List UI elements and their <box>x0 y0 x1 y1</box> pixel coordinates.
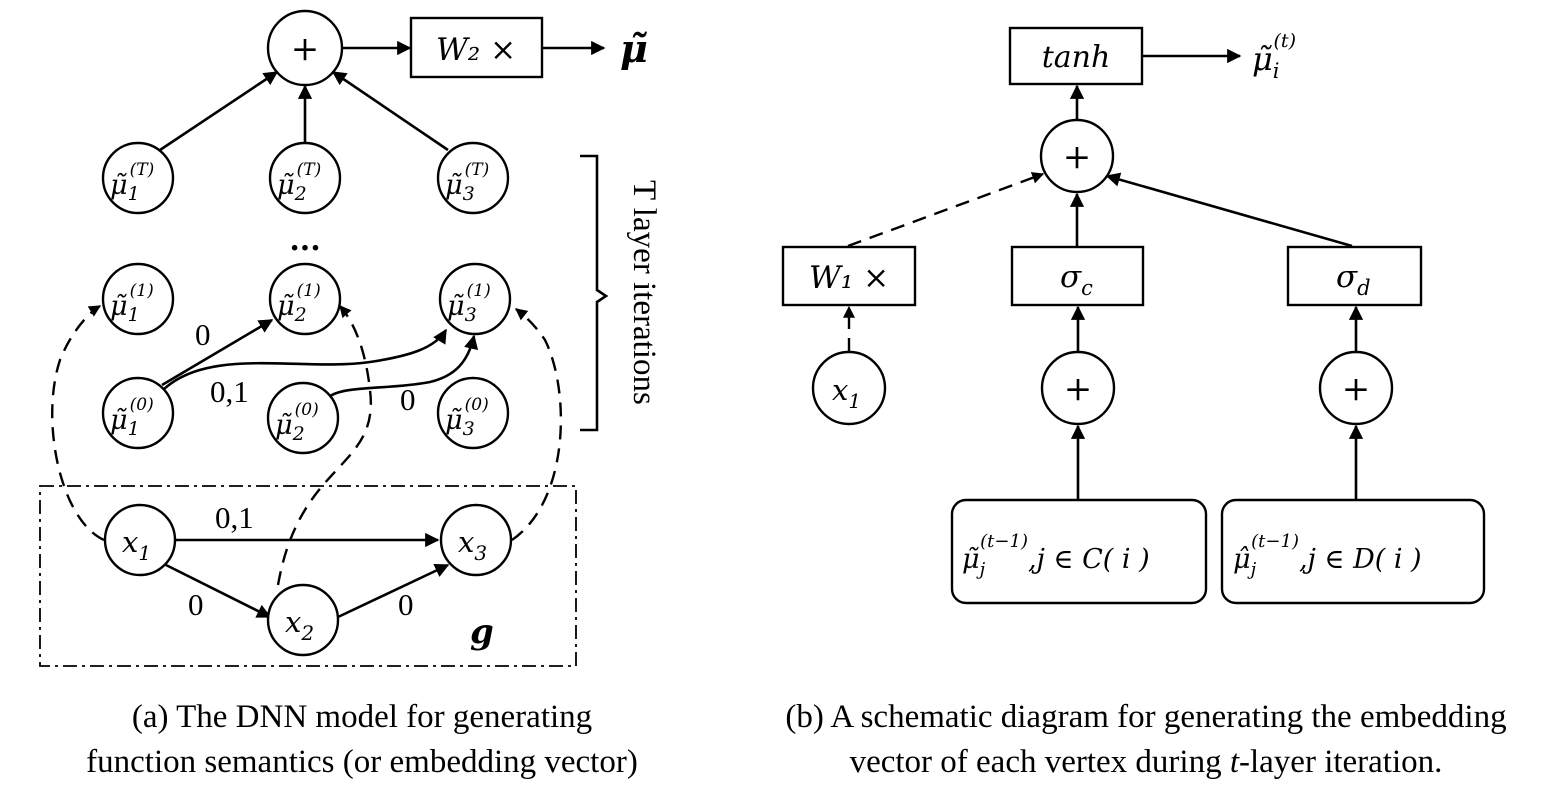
arrow-sigma-d-to-sum <box>1105 172 1353 248</box>
sigma-c-label: σc <box>1060 259 1093 300</box>
var-node-b-x1 <box>811 350 887 426</box>
svg-text:μ̃2(T): μ̃2(T) <box>277 160 321 205</box>
sum-symbol-c: + <box>1064 369 1093 409</box>
ellipsis: ... <box>289 223 320 258</box>
dashed-link-x2-mu2 <box>276 305 373 586</box>
embed-node-1-1: μ̃1(1) <box>101 262 175 336</box>
sigma-d-label: σd <box>1336 259 1371 300</box>
edge-mu1-0-to-mu3-1 <box>159 328 448 394</box>
sum-symbol-b-top: + <box>1063 137 1092 177</box>
embed-node-1-0: μ̃1(0) <box>101 376 175 450</box>
graph-g-frame <box>39 485 577 667</box>
w2-multiply-label: W₂ × <box>436 32 516 68</box>
svg-text:μ̃1(T): μ̃1(T) <box>110 160 154 205</box>
dashed-link-x3-mu3 <box>511 308 563 541</box>
d-neighbors-label: μ̂j(t−1),j ∈ D( i ) <box>1233 531 1422 580</box>
output-mu-tilde: μ̃ <box>620 26 648 71</box>
svg-text:x3: x3 <box>458 525 487 565</box>
arrow-mu1T-to-sum <box>159 70 279 152</box>
t-layer-bracket <box>580 154 609 432</box>
edge-mu1-0-to-mu2-1 <box>161 318 274 387</box>
output-sub: i <box>1273 59 1280 83</box>
d-neighbors-box <box>1220 498 1486 605</box>
embed-node-2-1: μ̃2(1) <box>268 262 342 336</box>
c-neighbors-label: μ̃j(t−1),j ∈ C( i ) <box>962 531 1150 580</box>
svg-text:x1: x1 <box>122 525 151 565</box>
embed-node-2-0: μ̃2(0) <box>266 381 340 455</box>
sum-node-d <box>1318 350 1394 426</box>
w1-multiply-label: W₁ × <box>809 260 889 296</box>
svg-text:x2: x2 <box>285 605 314 645</box>
var-label-b-x1: x1 <box>832 373 861 413</box>
output-base: μ̃ <box>1252 40 1273 78</box>
arrow-mu3T-to-sum <box>331 70 449 152</box>
edge-label-mu1-0-to-mu3-1: 0,1 <box>210 374 249 409</box>
svg-text:μ̃1(0): μ̃1(0) <box>110 395 154 440</box>
output-mu-i-t: μ̃i (t) <box>1252 30 1296 83</box>
graph-label-g: g <box>470 612 494 652</box>
edge-label-mu1-0-to-mu2-1: 0 <box>195 317 211 352</box>
edge-x2-to-x3 <box>337 563 450 619</box>
svg-text:μ̃3(1): μ̃3(1) <box>447 281 491 326</box>
sigma-d-box <box>1286 245 1423 307</box>
panel-a: + W₂ × μ̃ μ̃1(T) μ̃2(T) μ̃3(T) ... μ̃1(1… <box>39 9 662 780</box>
sum-node-b-top <box>1039 118 1115 194</box>
svg-text:μ̃3(T): μ̃3(T) <box>445 160 489 205</box>
panel-b: tanh μ̃i (t) + W₁ × σc σd x1 <box>781 26 1507 780</box>
embed-node-2-T: μ̃2(T) <box>268 141 342 215</box>
dashed-link-x1-mu1 <box>51 304 105 542</box>
var-node-x1: x1 <box>103 503 177 577</box>
tanh-label: tanh <box>1042 40 1111 75</box>
edge-label-x1-to-x2: 0 <box>188 587 204 622</box>
caption-b-line2: vector of each vertex during t-layer ite… <box>850 744 1443 780</box>
var-node-x2: x2 <box>266 583 340 657</box>
edge-label-x1-to-x3: 0,1 <box>215 500 254 535</box>
output-sup: (t) <box>1274 30 1296 52</box>
c-neighbors-box <box>950 498 1208 605</box>
sigma-c-box <box>1010 245 1145 307</box>
dashed-arrow-w1-to-sum <box>847 172 1045 248</box>
var-node-x3: x3 <box>439 503 513 577</box>
sum-symbol-top: + <box>291 29 320 69</box>
edge-mu2-0-to-mu3-1 <box>327 334 479 400</box>
caption-b-line1: (b) A schematic diagram for generating t… <box>785 699 1506 735</box>
caption-a-line1: (a) The DNN model for generating <box>132 699 592 735</box>
edge-x1-to-x2 <box>163 562 272 619</box>
w1-multiply-box <box>781 245 917 307</box>
edge-label-mu2-0-to-mu3-1: 0 <box>400 382 416 417</box>
svg-text:μ̃2(1): μ̃2(1) <box>277 281 321 326</box>
svg-text:μ̃2(0): μ̃2(0) <box>275 400 319 445</box>
edge-label-x2-to-x3: 0 <box>398 587 414 622</box>
caption-a-line2: function semantics (or embedding vector) <box>86 744 638 780</box>
embed-node-3-1: μ̃3(1) <box>438 262 512 336</box>
w2-multiply-box <box>409 16 544 79</box>
embed-node-3-0: μ̃3(0) <box>436 376 510 450</box>
t-layer-label: T layer iterations <box>626 180 662 405</box>
sum-node-c <box>1040 350 1116 426</box>
embed-node-1-T: μ̃1(T) <box>101 141 175 215</box>
svg-text:μ̃3(0): μ̃3(0) <box>445 395 489 440</box>
embed-node-3-T: μ̃3(T) <box>436 141 510 215</box>
sum-symbol-d: + <box>1342 369 1371 409</box>
svg-text:μ̃1(1): μ̃1(1) <box>110 281 154 326</box>
